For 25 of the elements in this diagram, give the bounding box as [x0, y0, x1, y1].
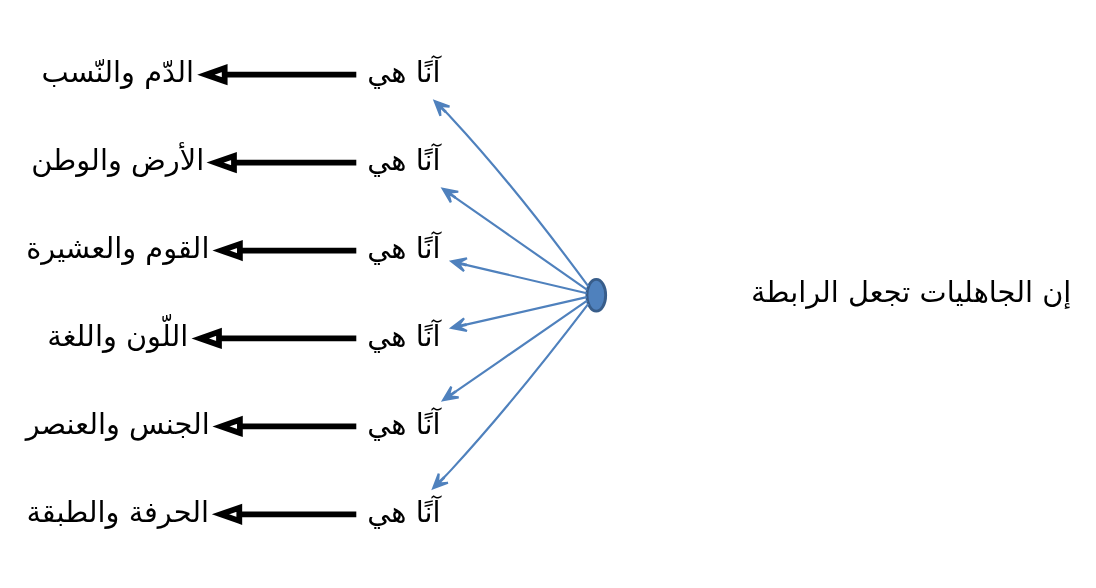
arrow — [433, 99, 590, 287]
arrow — [211, 503, 357, 525]
node-text: آنًا هي — [367, 142, 441, 177]
arrow — [206, 151, 357, 173]
node-text: آنًا هي — [367, 406, 441, 441]
node-circle — [585, 277, 608, 312]
arrow — [441, 187, 588, 291]
arrow — [212, 239, 357, 261]
node-text: إن الجاهليات تجعل الرابطة — [751, 274, 1072, 309]
arrow — [450, 295, 587, 332]
node-text: الجنس والعنصر — [25, 406, 210, 441]
node-text: القوم والعشيرة — [26, 230, 210, 265]
arrow — [432, 302, 590, 489]
node-text: آنًا هي — [367, 494, 441, 528]
arrow — [197, 63, 357, 85]
arrow — [442, 299, 588, 401]
arrow — [191, 327, 357, 349]
node-text: الأرض والوطن — [31, 142, 205, 177]
arrow — [212, 415, 357, 437]
node-text: آنًا هي — [367, 54, 441, 89]
node-text: آنًا هي — [367, 318, 441, 353]
node-text: آنًا هي — [367, 230, 441, 265]
arrow — [450, 256, 587, 294]
node-text: الدّم والنّسب — [41, 54, 194, 89]
node-text: الحرفة والطبقة — [26, 494, 210, 528]
